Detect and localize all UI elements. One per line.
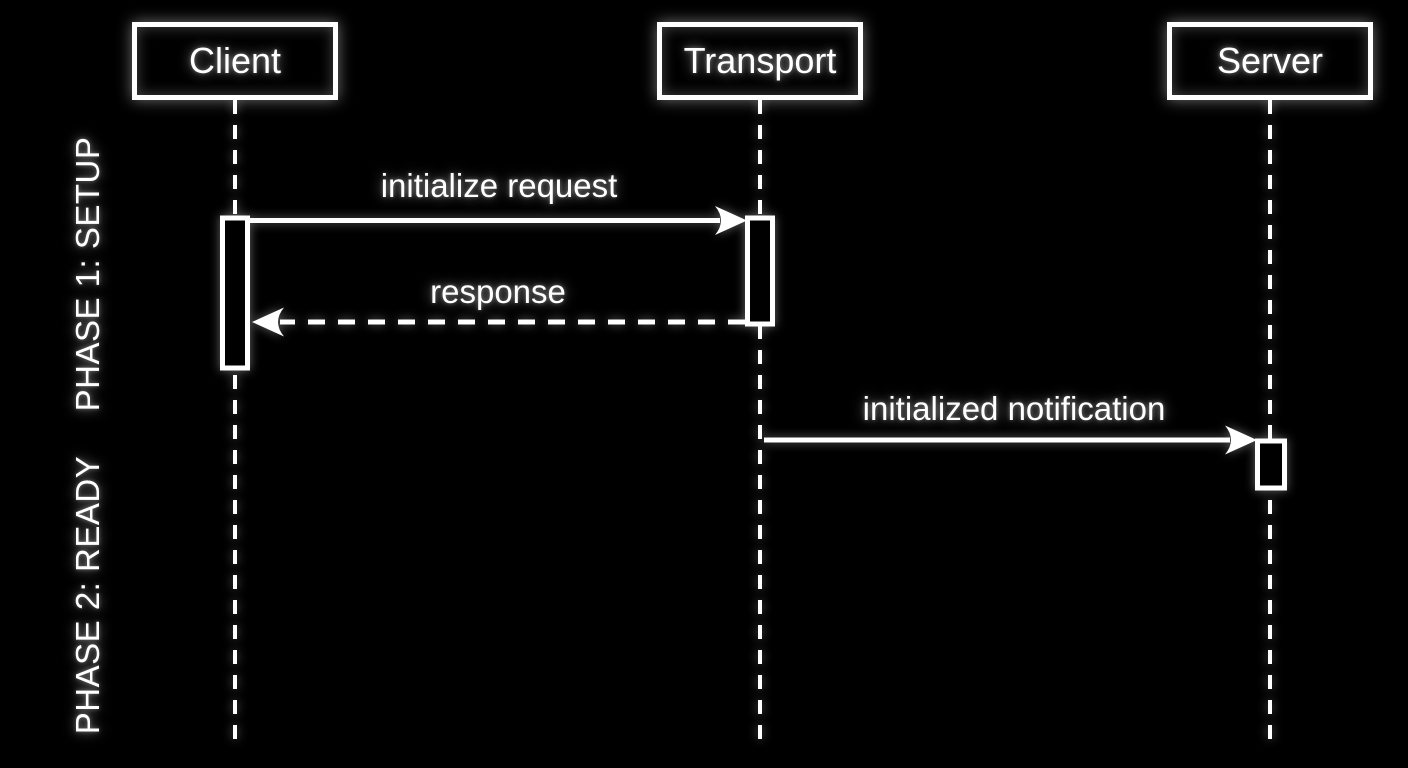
activation-bar-transport bbox=[745, 215, 775, 327]
message-arrow-initialized-notification bbox=[764, 425, 1257, 455]
activation-bar-client bbox=[220, 215, 250, 371]
message-arrow-initialize-request bbox=[247, 206, 747, 235]
actor-box-client: Client bbox=[132, 22, 338, 100]
arrowhead-right-icon bbox=[715, 206, 747, 235]
phase-label-setup: PHASE 1: SETUP bbox=[69, 136, 106, 412]
phase-label-ready: PHASE 2: READY bbox=[69, 455, 106, 735]
actor-label-client: Client bbox=[188, 40, 282, 81]
actor-box-transport: Transport bbox=[657, 22, 863, 100]
arrowhead-right-icon bbox=[1225, 425, 1257, 455]
message-label-initialize-request: initialize request bbox=[380, 167, 618, 204]
actor-label-server: Server bbox=[1216, 40, 1324, 81]
message-arrow-response bbox=[252, 307, 745, 337]
activation-bar-server bbox=[1255, 438, 1287, 491]
actor-label-transport: Transport bbox=[683, 40, 837, 81]
message-label-response: response bbox=[430, 273, 566, 310]
arrowhead-left-icon bbox=[252, 307, 284, 337]
message-label-initialized-notification: initialized notification bbox=[862, 390, 1166, 427]
actor-box-server: Server bbox=[1167, 22, 1373, 100]
